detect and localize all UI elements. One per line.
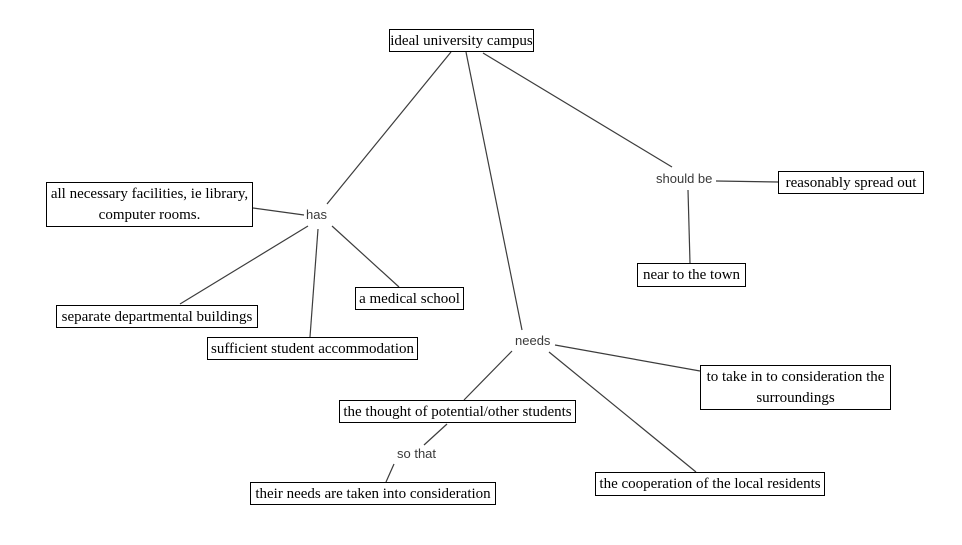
- edge-campus-needs: [465, 51, 523, 331]
- edge-has-accommodation: [309, 228, 319, 338]
- edge-needs-cooperation: [548, 351, 697, 473]
- edge-shouldbe-town: [687, 189, 691, 264]
- edge-has-medical: [331, 225, 400, 288]
- edge-campus-shouldbe: [482, 52, 673, 168]
- node-ideal-university-campus[interactable]: ideal university campus: [389, 29, 534, 52]
- node-all-necessary-facilities[interactable]: all necessary facilities, ie library, co…: [46, 182, 253, 227]
- link-label-needs[interactable]: needs: [515, 333, 551, 348]
- node-cooperation-local-residents[interactable]: the cooperation of the local residents: [595, 472, 825, 496]
- node-a-medical-school[interactable]: a medical school: [355, 287, 464, 310]
- node-near-to-the-town[interactable]: near to the town: [637, 263, 746, 287]
- edge-needs-thought: [463, 350, 513, 401]
- edge-needs-surroundings: [554, 344, 701, 372]
- node-sufficient-student-accommodation[interactable]: sufficient student accommodation: [207, 337, 418, 360]
- edge-thought-sothat: [423, 423, 448, 446]
- link-label-has[interactable]: has: [306, 207, 327, 222]
- edge-facilities-has: [252, 207, 305, 216]
- node-their-needs-considered[interactable]: their needs are taken into consideration: [250, 482, 496, 505]
- link-label-so-that[interactable]: so that: [397, 446, 437, 461]
- edge-campus-has: [326, 51, 452, 205]
- node-separate-departmental-buildings[interactable]: separate departmental buildings: [56, 305, 258, 328]
- edge-sothat-theirneeds: [385, 463, 395, 483]
- node-thought-of-potential-students[interactable]: the thought of potential/other students: [339, 400, 576, 423]
- link-label-should-be[interactable]: should be: [656, 171, 713, 186]
- edge-shouldbe-spread: [715, 180, 779, 183]
- edge-has-separate: [179, 225, 309, 305]
- node-reasonably-spread-out[interactable]: reasonably spread out: [778, 171, 924, 194]
- node-consideration-the-surroundings[interactable]: to take in to consideration the surround…: [700, 365, 891, 410]
